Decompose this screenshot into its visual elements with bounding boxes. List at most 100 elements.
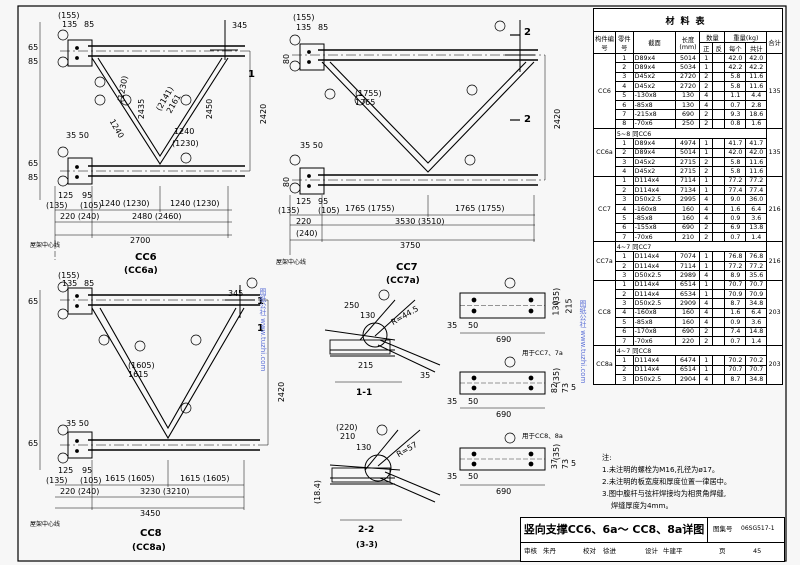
cc7-section-mark: 2 [524,27,531,38]
member-id: CC8a [593,345,616,385]
cc6-dim: 345 [232,21,248,30]
table-cell: 6 [614,99,634,111]
table-cell: -160x8 [632,203,677,215]
table-cell [711,185,726,196]
table-cell: 7.4 [724,326,747,337]
table-cell: 2904 [675,374,701,385]
table-cell: 6534 [675,288,701,300]
table-cell: 2 [699,326,713,337]
table-cell: 1.6 [724,203,747,215]
table-cell: 9.0 [724,194,747,205]
table-cell: D89x4 [632,52,677,64]
table-cell: -160x8 [632,307,677,319]
table-cell: D114x4 [632,364,677,376]
table-cell: -170x8 [632,326,677,337]
table-cell [711,62,726,73]
table-cell [711,335,726,347]
table-cell [711,270,726,281]
table-cell: 70.7 [745,279,768,291]
note-line: 3.图中腹杆与弦杆焊接均为相贯角焊缝, [602,489,727,498]
table-cell [711,90,726,101]
cc8-dim: 1615 (1605) [105,474,155,483]
table-cell: 0.7 [724,335,747,347]
cc8-dim: (1605) [128,361,155,370]
col-qty-neg: 反 [711,42,726,54]
table-cell: 4 [699,99,713,111]
table-cell: 1.6 [724,307,747,319]
cc8-dim: 35 50 [66,419,89,428]
cc6-section-mark: 1 [248,69,255,80]
table-cell: 34.8 [745,374,768,385]
member-sum: 203 [766,279,783,347]
cc7-dim: 3750 [400,241,421,250]
table-cell: 8.7 [724,374,747,385]
cc6-dim: 35 50 [66,131,89,140]
table-cell: 4.4 [745,90,768,101]
table-cell [711,52,726,64]
table-cell: D114x4 [632,185,677,196]
table-cell [711,203,726,215]
table-cell: 210 [675,232,701,243]
cc6-dim: 1240 (1230) [170,199,220,208]
table-cell: 7 [614,109,634,120]
table-cell: 0.7 [724,99,747,111]
sec11-dim: 35 [420,371,431,380]
col-sum: 合计 [766,31,783,54]
table-cell: 70.7 [724,364,747,376]
table-cell: 1.6 [745,118,768,130]
cc6-dim: 85 [28,173,39,182]
table-cell: 130 [675,99,701,111]
cc7-dim: (240) [296,229,318,238]
reviewer-name: 朱丹 [543,547,556,555]
plate3-dim: 73 [561,458,571,470]
table-cell: D114x4 [632,288,677,300]
table-cell: 1.4 [745,232,768,243]
table-cell: 42.2 [724,62,747,73]
table-cell: 11.6 [745,71,768,83]
table-cell: 2720 [675,81,701,92]
plate2-dim: 73 [561,382,571,394]
table-cell: 11.6 [745,156,768,168]
table-cell: -85x8 [632,213,677,224]
table-cell: 3 [614,194,634,205]
col-section: 截面 [632,31,677,54]
table-cell: 5014 [675,52,701,64]
table-cell: 3.6 [745,213,768,224]
table-cell: 1 [699,364,713,376]
table-cell: 3 [614,156,634,168]
section-1-1 [324,299,441,383]
sec11-dim: 130 [360,311,376,320]
table-cell: 160 [675,203,701,215]
cc7-axis-label: 屋架中心线 [276,259,307,266]
cc8-dim: 1615 (1605) [180,474,230,483]
cc6-dim: (155) [58,11,80,20]
watermark: 图纸公社 www.tuzhi.com [259,288,267,372]
table-cell: 42.0 [745,52,768,64]
table-cell: 4 [699,298,713,309]
sec22-dim: (18.4) [313,479,323,505]
cc8-axis-label: 屋架中心线 [30,521,61,528]
table-cell: D114x4 [632,175,677,187]
table-cell: D45x2 [632,71,677,83]
table-cell: 77.2 [745,175,768,187]
cc7-dim: 95 [318,197,329,206]
cc7-section-mark: 2 [524,114,531,125]
cc6-dim: 2420 [259,103,269,125]
table-cell: 160 [675,213,701,224]
cc6-dim: (135) [46,201,68,210]
cc8-subtitle: (CC8a) [132,543,166,553]
table-cell: 70.7 [745,364,768,376]
cc7-dim: 2420 [553,108,563,130]
